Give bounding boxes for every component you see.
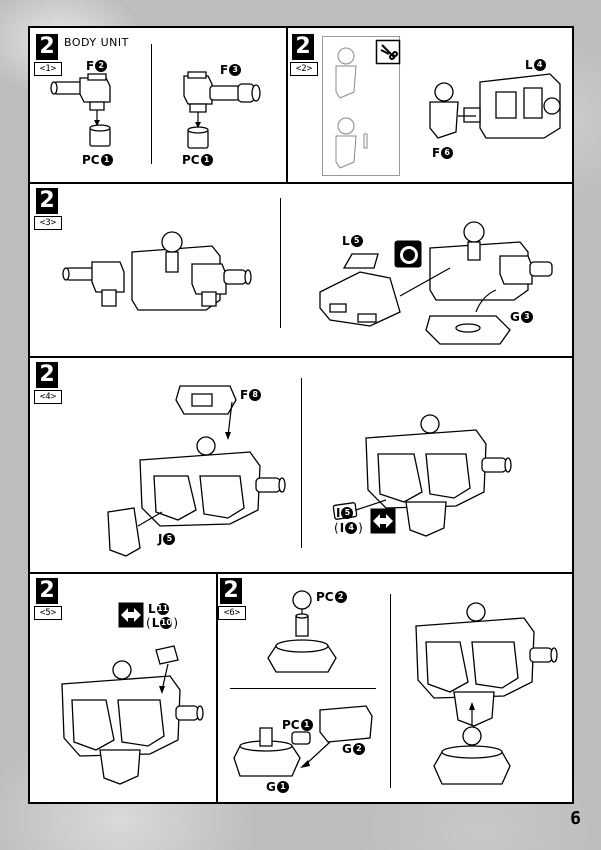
part-number-badge: 11: [156, 603, 169, 615]
part-letter: PC: [182, 153, 200, 167]
divider: [151, 44, 152, 164]
part-letter: F: [432, 146, 441, 160]
torso-with-armor-illustration: [326, 392, 526, 552]
substep-tag: <4>: [34, 390, 62, 404]
part-letter: L: [525, 58, 533, 72]
part-number-badge: 6: [441, 147, 454, 159]
part-letter: G: [342, 742, 352, 756]
step-number: 2: [220, 578, 242, 604]
part-number-badge: 3: [229, 64, 242, 76]
substep-tag: <1>: [34, 62, 62, 76]
part-letter: F: [220, 63, 229, 77]
part-number-badge: 2: [95, 60, 108, 72]
waist-parts-assembly-illustration: [232, 702, 382, 784]
substep-tag: <3>: [34, 216, 62, 230]
part-number-badge: 4: [533, 59, 546, 71]
part-number-badge: 8: [249, 389, 262, 401]
part-number-badge: 1: [200, 154, 213, 166]
part-letter: PC: [82, 153, 100, 167]
waist-joint-illustration: [262, 586, 362, 676]
divider: [30, 182, 572, 184]
step-number: 2: [36, 34, 58, 60]
divider: [230, 688, 376, 689]
part-letter: F: [240, 388, 249, 402]
torso-with-chest-armor-illustration: [300, 208, 570, 348]
mirror-parts-icon: [370, 508, 396, 534]
part-number-badge: 5: [341, 507, 354, 519]
part-letter: G: [266, 780, 276, 794]
step-number: 2: [292, 34, 314, 60]
step-number: 2: [36, 578, 58, 604]
part-letter: I: [339, 521, 345, 535]
page-number: 6: [570, 808, 581, 829]
part-letter: PC: [282, 718, 300, 732]
part-number-badge: 4: [345, 522, 358, 534]
part-letter: L: [342, 234, 350, 248]
divider: [216, 572, 218, 802]
step-number: 2: [36, 188, 58, 214]
torso-on-waist-illustration: [408, 594, 568, 794]
divider: [286, 28, 288, 182]
part-number-badge: 1: [300, 719, 313, 731]
part-letter: L: [148, 602, 156, 616]
substep-tag: <5>: [34, 606, 62, 620]
divider: [301, 378, 302, 548]
part-number-badge: 5: [163, 533, 176, 545]
part-letter: L: [151, 616, 160, 630]
nipper-cut-icon: [376, 40, 400, 64]
symmetric-parts-icon: [322, 36, 400, 176]
torso-frame-with-arms-illustration: [62, 228, 252, 320]
body-frame-illustration: [420, 68, 570, 158]
section-title: BODY UNIT: [64, 36, 129, 49]
part-number-badge: 2: [352, 743, 365, 755]
divider: [30, 356, 572, 358]
part-number-badge: 1: [276, 781, 289, 793]
divider: [280, 198, 281, 328]
part-letter: J: [158, 532, 163, 546]
completed-torso-illustration: [50, 636, 210, 786]
part-number-badge: 1: [100, 154, 113, 166]
part-number-badge: 3: [520, 311, 533, 323]
part-number-badge: 5: [350, 235, 363, 247]
substep-tag: <6>: [218, 606, 246, 620]
part-number-badge: 2: [334, 591, 347, 603]
divider: [390, 594, 391, 788]
black-paint-icon: [394, 240, 422, 268]
part-letter: PC: [316, 590, 334, 604]
divider: [30, 572, 572, 574]
substep-tag: <2>: [290, 62, 318, 76]
part-letter: F: [86, 59, 95, 73]
elbow-joint-illustration: [178, 72, 268, 156]
part-letter: I: [336, 506, 341, 520]
part-number-badge: 10: [160, 617, 173, 629]
mirror-parts-icon: [118, 602, 144, 628]
elbow-joint-illustration: [50, 72, 130, 152]
torso-with-back-plate-illustration: [100, 380, 300, 560]
part-letter: G: [510, 310, 520, 324]
step-number: 2: [36, 362, 58, 388]
